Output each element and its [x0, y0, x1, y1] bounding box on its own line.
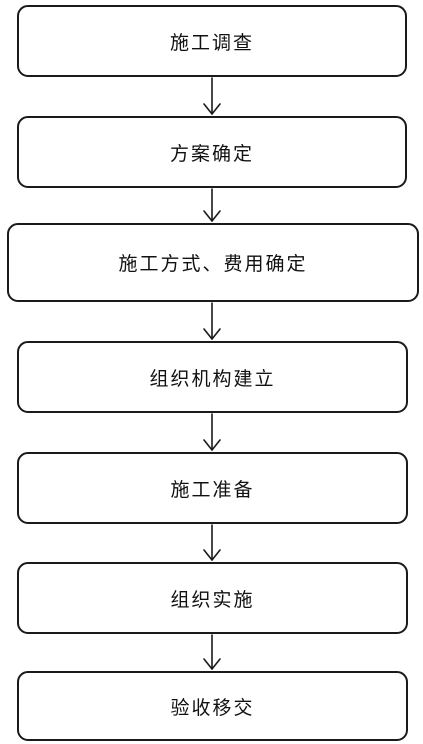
step-box-method-and-cost: 施工方式、费用确定	[7, 223, 419, 302]
flow-arrow	[203, 413, 221, 451]
step-label: 组织机构建立	[149, 367, 276, 390]
step-label: 施工方式、费用确定	[118, 253, 308, 275]
step-box-implementation: 组织实施	[17, 562, 408, 634]
step-label: 方案确定	[169, 142, 254, 165]
step-box-organization-setup: 组织机构建立	[17, 341, 408, 413]
step-box-site-survey: 施工调查	[17, 5, 407, 77]
flow-arrow	[203, 77, 221, 115]
step-label: 验收移交	[170, 696, 255, 719]
flow-arrow	[203, 188, 221, 222]
step-box-construction-preparation: 施工准备	[17, 452, 408, 524]
flow-arrow	[203, 634, 221, 670]
step-label: 施工准备	[170, 478, 255, 501]
step-label: 施工调查	[169, 31, 254, 54]
step-label: 组织实施	[170, 588, 255, 611]
step-box-acceptance-handover: 验收移交	[17, 671, 408, 741]
flow-arrow	[203, 524, 221, 561]
step-box-plan-determination: 方案确定	[17, 116, 407, 188]
flow-arrow	[203, 302, 221, 340]
